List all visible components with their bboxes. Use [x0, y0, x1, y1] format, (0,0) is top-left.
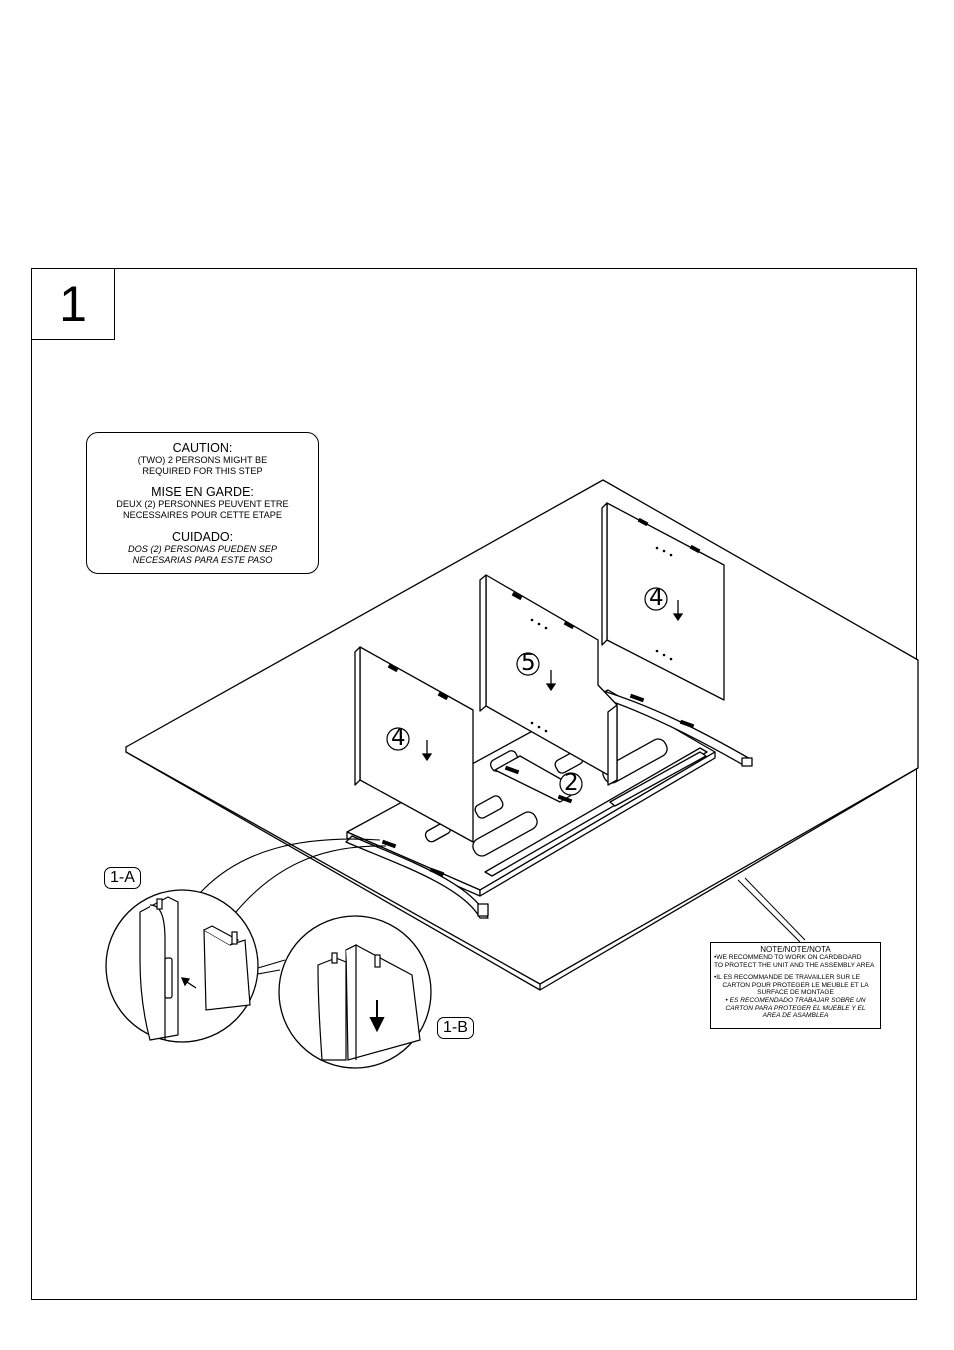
detail-1b-circle: [278, 915, 432, 1069]
note-title: NOTE/NOTE/NOTA: [760, 945, 831, 954]
note-box: NOTE/NOTE/NOTA •WE RECOMMEND TO WORK ON …: [710, 942, 881, 1029]
note-fr-3: SURFACE DE MONTAGE: [757, 989, 834, 997]
part-number-2: 2: [564, 770, 579, 796]
caution-fr-title: MISE EN GARDE:: [151, 485, 254, 499]
step-frame: [31, 268, 917, 1300]
part-number-4-left: 4: [391, 725, 406, 751]
caution-es-text-1: DOS (2) PERSONAS PUEDEN SEP: [127, 544, 278, 554]
note-es-2: CARTON PARA PROTEGER EL MUEBLE Y EL: [725, 1004, 866, 1012]
caution-es-text-2: NECESARIAS PARA ESTE PASO: [132, 554, 273, 565]
step-number: 1: [31, 268, 115, 340]
note-es-3: AREA DE ASAMBLEA: [762, 1012, 829, 1020]
note-fr-1: •IL ES RECOMMANDE DE TRAVAILLER SUR LE: [714, 974, 861, 982]
caution-fr-text-2: NECESSAIRES POUR CETTE ETAPE: [122, 509, 283, 520]
caution-box: CAUTION: (TWO) 2 PERSONS MIGHT BE REQUIR…: [86, 432, 319, 574]
base-panel: [345, 689, 753, 919]
note-en-1: •WE RECOMMEND TO WORK ON CARDBOARD: [714, 954, 862, 961]
note-en-2: TO PROTECT THE UNIT AND THE ASSEMBLY ARE…: [714, 961, 875, 969]
caution-es-title: CUIDADO:: [171, 530, 234, 544]
callout-1a: 1-A: [104, 867, 141, 889]
detail-1a-circle: [105, 889, 259, 1043]
caution-en-text-1: (TWO) 2 PERSONS MIGHT BE: [137, 455, 268, 465]
part-number-5: 5: [521, 650, 536, 676]
caution-fr-text-1: DEUX (2) PERSONNES PEUVENT ETRE: [116, 499, 289, 509]
callout-1b: 1-B: [437, 1017, 474, 1039]
note-fr-2: CARTON POUR PROTEGER LE MEUBLE ET LA: [722, 981, 869, 989]
caution-en-title: CAUTION:: [172, 441, 233, 455]
part-number-4-right: 4: [649, 585, 664, 611]
caution-en-text-2: REQUIRED FOR THIS STEP: [142, 465, 263, 476]
note-es-1: • ES RECOMENDADO TRABAJAR SOBRE UN: [725, 996, 866, 1004]
